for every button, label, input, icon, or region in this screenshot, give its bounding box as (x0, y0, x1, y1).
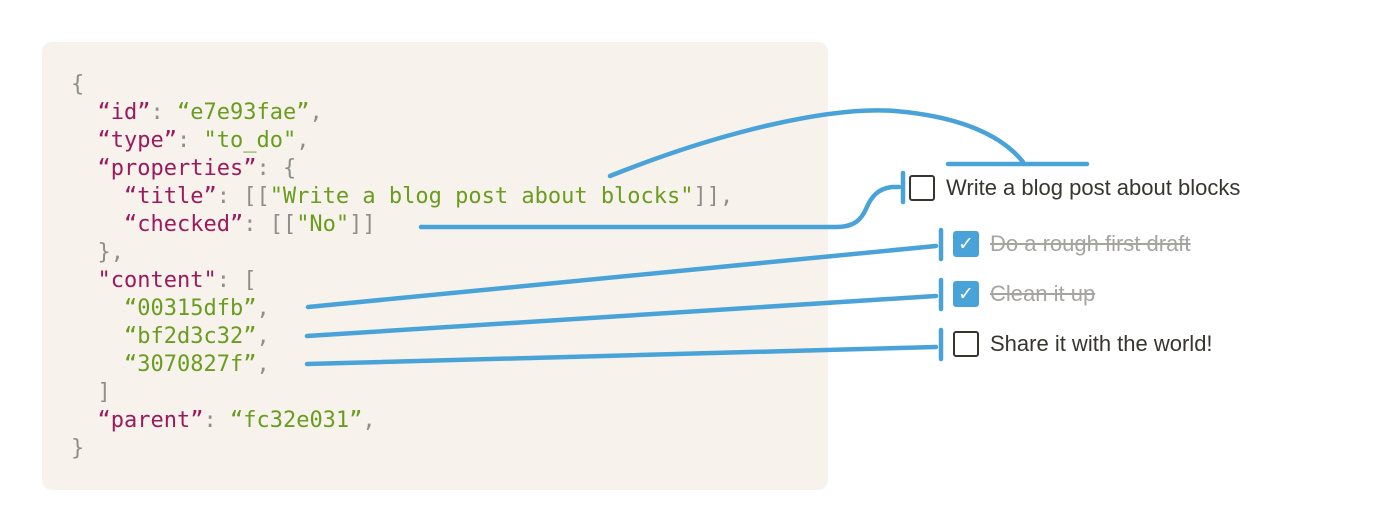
todo-item-rough-draft[interactable]: ✓ Do a rough first draft (953, 227, 1191, 261)
code-line: “00315dfb”, (123, 296, 270, 321)
checkbox-icon[interactable] (953, 331, 979, 357)
checkbox-checked-icon[interactable]: ✓ (953, 281, 979, 307)
code-line: “title”: [["Write a blog post about bloc… (123, 184, 734, 209)
json-code-block: { “id”: “e7e93fae”, “type”: "to_do", “pr… (42, 42, 828, 490)
todo-item-label: Write a blog post about blocks (946, 175, 1241, 200)
todo-item-label: Do a rough first draft (990, 231, 1191, 256)
code-line: “3070827f”, (123, 352, 270, 377)
code-line: “properties”: { (97, 156, 297, 181)
code-line: }, (71, 240, 124, 265)
code-line: } (71, 436, 85, 461)
code-line: “id”: “e7e93fae”, (97, 100, 323, 125)
code-line: “checked”: [["No"]] (123, 212, 376, 237)
code-line: “type”: "to_do", (97, 128, 310, 153)
code-line: "content": [ (97, 268, 257, 293)
code-line: ] (71, 380, 111, 405)
code-line: “parent”: “fc32e031”, (97, 408, 376, 433)
todo-item-clean-it-up[interactable]: ✓ Clean it up (953, 277, 1095, 311)
code-line: { (71, 72, 85, 97)
todo-item-write-blog-post[interactable]: Write a blog post about blocks (909, 171, 1240, 205)
todo-item-share-it[interactable]: Share it with the world! (953, 327, 1213, 361)
checkbox-checked-icon[interactable]: ✓ (953, 231, 979, 257)
json-code: { “id”: “e7e93fae”, “type”: "to_do", “pr… (71, 71, 733, 463)
todo-item-label: Share it with the world! (990, 331, 1213, 356)
todo-item-label: Clean it up (990, 281, 1096, 306)
checkbox-icon[interactable] (909, 175, 935, 201)
code-line: “bf2d3c32”, (123, 324, 270, 349)
